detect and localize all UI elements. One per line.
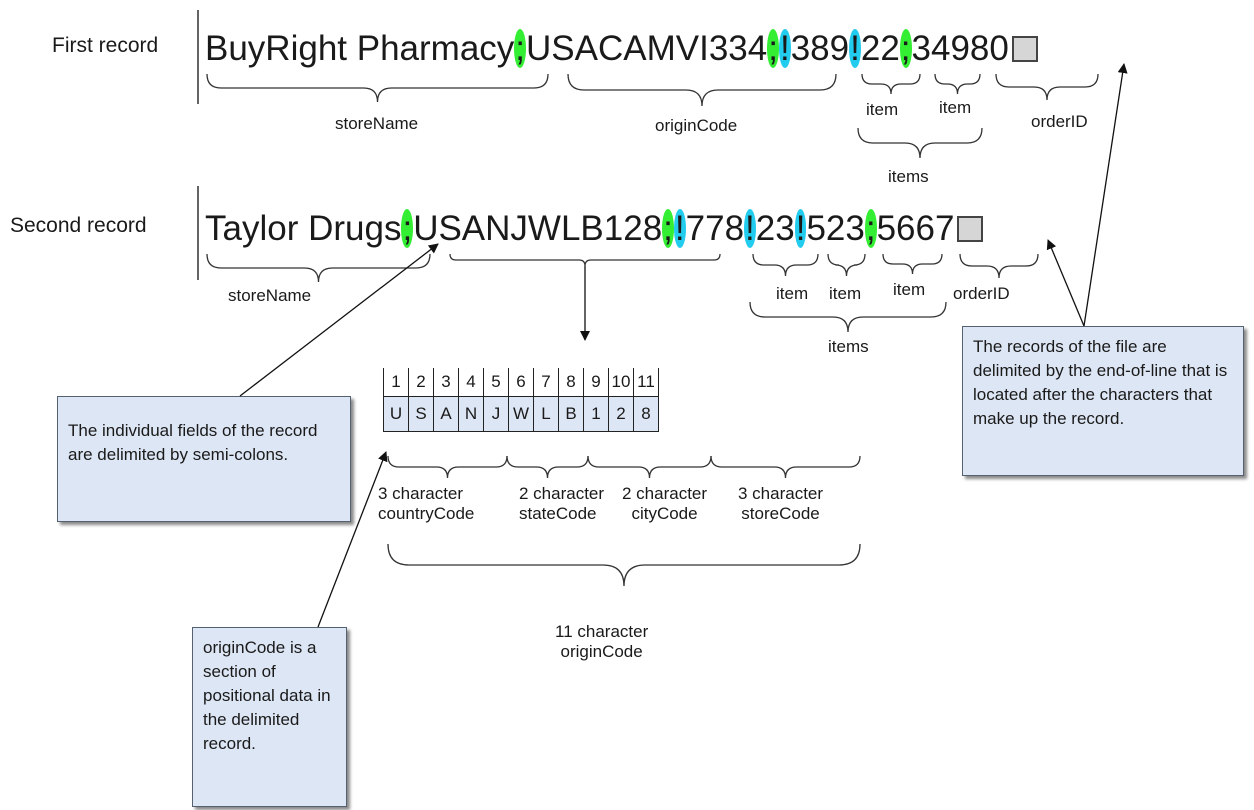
second-record-text: Taylor Drugs;USANJWLB128;!778!23!523;566… — [205, 209, 984, 249]
first-origin-code: USACAMVI334 — [526, 29, 768, 68]
field-semicolon: ; — [864, 209, 877, 248]
eol-first-arrow — [1083, 63, 1128, 327]
first-item-2: 22 — [860, 29, 900, 68]
second-item-label: item — [893, 280, 926, 299]
position-number: 5 — [483, 368, 509, 397]
second-origin-code: USANJWLB128 — [413, 209, 663, 248]
position-char: 8 — [633, 396, 659, 432]
position-char: J — [483, 396, 509, 432]
item-exclamation: ! — [778, 29, 791, 68]
origin-code-note: originCode is a section of positional da… — [192, 627, 347, 807]
position-number: 2 — [408, 368, 434, 397]
table-pointer-arrow — [317, 451, 388, 628]
field-semicolon: ; — [514, 29, 527, 68]
item-exclamation: ! — [794, 209, 807, 248]
second-items-label: items — [828, 337, 869, 356]
second-item-1: 778 — [685, 209, 745, 248]
second-order-id: 5667 — [876, 209, 955, 248]
second-orderid-brace — [959, 253, 1039, 279]
first-item-brace — [861, 73, 921, 95]
position-char: N — [458, 396, 484, 432]
field-semicolon: ; — [401, 209, 414, 248]
position-number: 6 — [508, 368, 534, 397]
position-char: 2 — [608, 396, 634, 432]
records-delimiter-note: The records of the file are delimited by… — [962, 326, 1244, 476]
first-origincode-brace — [567, 73, 837, 107]
second-item-brace — [752, 253, 819, 277]
first-storename-label: storeName — [335, 114, 419, 133]
semicolon-pointer-arrow — [239, 243, 439, 397]
position-char: W — [508, 396, 534, 432]
second-item-label: item — [829, 284, 862, 303]
position-number: 3 — [433, 368, 459, 397]
position-char: 1 — [583, 396, 609, 432]
first-items-label: items — [888, 167, 929, 186]
state-code-brace — [506, 455, 589, 479]
first-store-name: BuyRight Pharmacy — [205, 29, 515, 68]
field-semicolon: ; — [899, 29, 912, 68]
field-semicolon: ; — [662, 209, 674, 248]
country-code-brace — [387, 455, 508, 479]
position-char: L — [533, 396, 559, 432]
total-origincode-brace — [387, 543, 861, 587]
second-item-2: 23 — [755, 209, 795, 248]
end-of-line-icon — [1011, 35, 1038, 62]
second-orderid-label: orderID — [953, 284, 1010, 303]
city-code-brace — [587, 455, 712, 479]
first-storename-brace — [206, 73, 549, 103]
position-number: 7 — [533, 368, 559, 397]
item-exclamation: ! — [744, 209, 756, 248]
first-orderid-brace — [995, 73, 1099, 101]
field-semicolon: ; — [767, 29, 779, 68]
second-record-label: Second record — [10, 214, 147, 237]
first-order-id: 34980 — [911, 29, 1009, 68]
first-item-label: item — [866, 100, 899, 119]
first-item-brace — [934, 73, 981, 95]
second-item-brace — [882, 253, 943, 275]
first-origincode-label: originCode — [655, 116, 738, 135]
second-origincode-brace — [449, 253, 721, 267]
position-number: 11 — [633, 368, 659, 397]
item-exclamation: ! — [673, 209, 686, 248]
item-exclamation: ! — [849, 29, 861, 68]
second-item-brace — [827, 253, 866, 277]
eol-second-arrow — [1046, 239, 1085, 327]
second-store-name: Taylor Drugs — [205, 209, 402, 248]
first-record-text: BuyRight Pharmacy;USACAMVI334;!389!22;34… — [205, 29, 1038, 69]
second-item-3: 523 — [806, 209, 865, 248]
first-record-label: First record — [52, 34, 159, 57]
first-orderid-label: orderID — [1031, 112, 1088, 131]
position-number: 4 — [458, 368, 484, 397]
second-storename-label: storeName — [228, 286, 312, 305]
position-char: A — [433, 396, 459, 432]
second-item-label: item — [776, 284, 809, 303]
first-items-brace — [857, 127, 983, 159]
end-of-line-icon — [957, 215, 984, 242]
second-items-brace — [749, 301, 947, 333]
first-item-label: item — [939, 98, 972, 117]
fields-delimiter-note: The individual fields of the record are … — [57, 396, 351, 522]
store-code-brace — [710, 455, 861, 479]
first-item-1: 389 — [790, 29, 850, 68]
second-storename-brace — [206, 253, 431, 283]
